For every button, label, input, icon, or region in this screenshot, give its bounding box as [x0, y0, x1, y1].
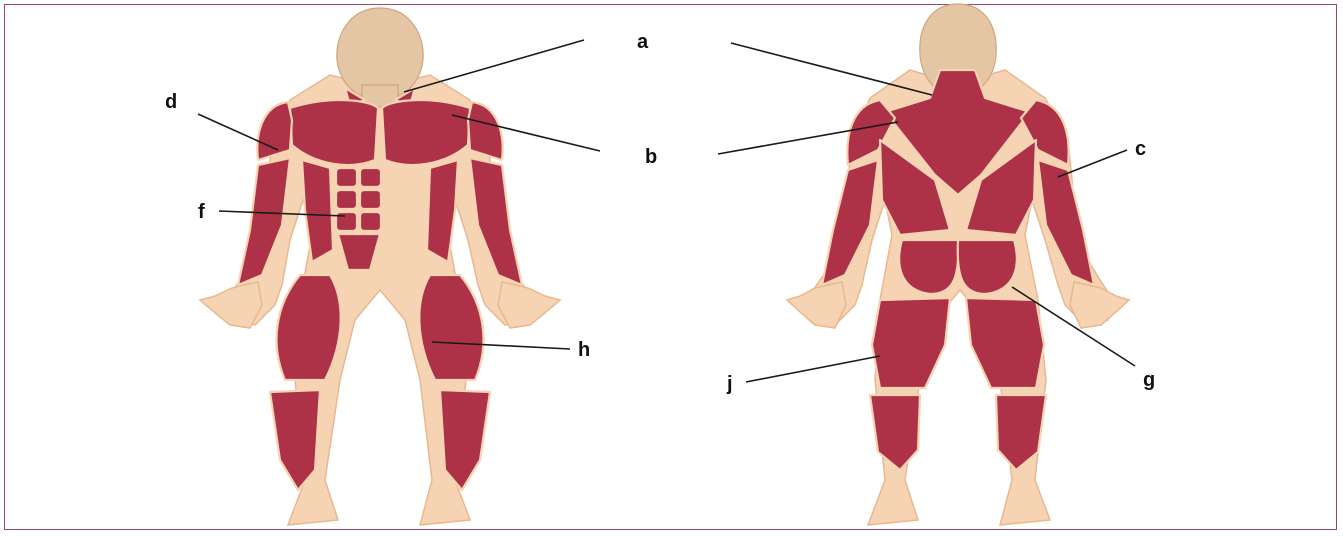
label-h: h — [578, 339, 590, 361]
front-hand-left — [200, 282, 262, 328]
front-oblique-right — [427, 160, 458, 262]
label-b: b — [645, 146, 657, 168]
label-f: f — [198, 201, 205, 223]
back-hamstring-left — [872, 298, 950, 388]
back-hamstring-right — [966, 298, 1044, 388]
back-arm-right — [1038, 160, 1094, 285]
label-d: d — [165, 91, 177, 113]
label-j: j — [726, 373, 733, 395]
front-oblique-left — [302, 160, 333, 262]
front-hand-right — [498, 282, 560, 328]
leader-a-back — [731, 43, 932, 95]
leader-a-front — [404, 40, 584, 92]
label-g: g — [1143, 369, 1155, 391]
front-deltoid-left — [257, 102, 292, 160]
front-deltoid-right — [468, 102, 503, 160]
front-thigh-left — [277, 275, 341, 380]
back-calf-left — [870, 395, 920, 470]
back-hand-left — [787, 282, 846, 328]
front-thigh-right — [419, 275, 483, 380]
back-arm-left — [822, 160, 878, 285]
label-a: a — [637, 31, 649, 53]
back-calf-right — [996, 395, 1046, 470]
leader-j — [746, 356, 880, 382]
back-figure — [787, 4, 1129, 525]
front-figure — [200, 8, 560, 525]
back-hand-right — [1070, 282, 1129, 328]
label-c: c — [1135, 138, 1146, 160]
